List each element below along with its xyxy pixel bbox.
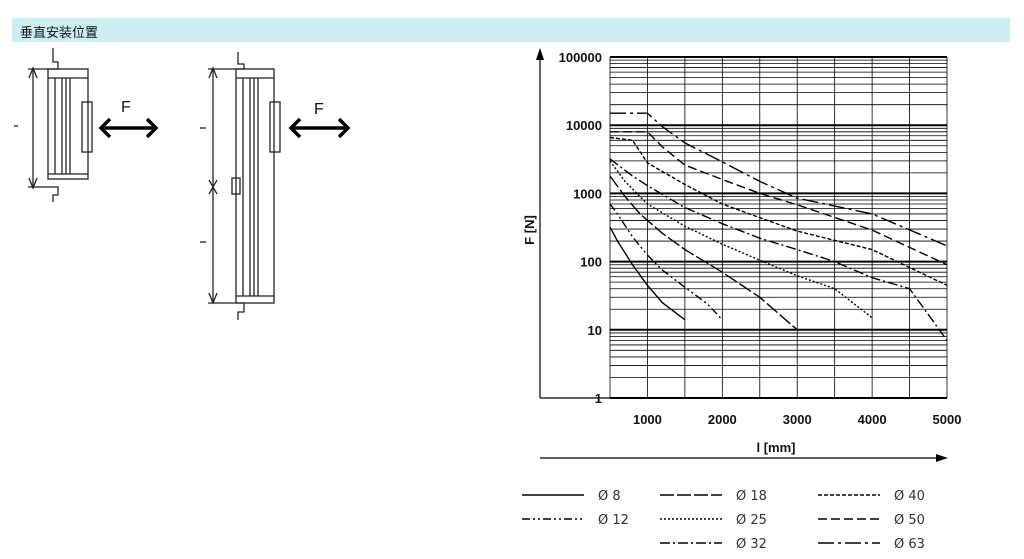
legend-label: Ø 8 <box>598 489 621 504</box>
carriage <box>81 101 93 153</box>
chart-labels: 1000 2000 3000 4000 5000 1 10 100 1000 10000 10000… <box>522 50 961 455</box>
y-tick-label: 10000 <box>566 118 602 133</box>
y-axis-title: F [N] <box>522 215 537 245</box>
x-tick-label: 1000 <box>633 412 662 427</box>
legend-label: Ø 63 <box>894 537 925 552</box>
legend-label: Ø 18 <box>736 489 767 504</box>
bottom-bracket <box>48 186 59 202</box>
y-tick-label: 100000 <box>559 50 602 65</box>
section-title: 垂直安装位置 <box>20 26 99 41</box>
x-tick-label: 5000 <box>933 412 962 427</box>
force-arrow-left <box>98 117 159 139</box>
legend-label: Ø 40 <box>894 489 925 504</box>
middle-support <box>231 177 241 195</box>
series-line <box>610 131 948 266</box>
x-axis-title: l [mm] <box>757 440 796 455</box>
y-tick-label: 10 <box>588 323 602 338</box>
x-tick-label: 2000 <box>708 412 737 427</box>
series-line <box>609 136 948 286</box>
force-label-right: F <box>314 101 324 118</box>
legend-label: Ø 50 <box>894 513 925 528</box>
chart-series <box>609 112 948 341</box>
y-axis-arrowhead <box>536 48 544 60</box>
series-line <box>609 175 798 331</box>
y-tick-label: 100 <box>580 255 602 270</box>
series-line <box>609 203 723 321</box>
legend-label: Ø 32 <box>736 537 767 552</box>
series-line <box>609 226 686 321</box>
installation-diagram: F F <box>14 48 351 320</box>
carriage <box>269 101 281 153</box>
x-axis-arrowhead <box>936 454 948 462</box>
chart-grid <box>609 56 948 399</box>
series-line <box>610 112 948 247</box>
chart-axes <box>536 48 948 462</box>
dimension-arrow-top <box>28 66 38 79</box>
dimension-arrow-bottom <box>28 177 38 190</box>
bottom-bracket <box>236 302 245 320</box>
y-tick-label: 1000 <box>573 186 602 201</box>
force-label-left: F <box>121 99 131 116</box>
long-module <box>200 52 281 320</box>
short-module <box>14 48 93 202</box>
y-tick-label: 1 <box>595 391 602 406</box>
legend-label: Ø 25 <box>736 513 767 528</box>
legend-label: Ø 12 <box>598 513 629 528</box>
x-tick-label: 3000 <box>783 412 812 427</box>
section-header: 垂直安装位置 <box>12 18 1010 42</box>
series-line <box>609 160 873 319</box>
chart-legend: Ø 8 Ø 12 Ø 18 Ø 25 Ø 32 Ø 40 Ø 50 Ø 63 <box>522 489 925 552</box>
series-line <box>609 158 948 341</box>
x-tick-label: 4000 <box>858 412 887 427</box>
force-arrow-right <box>288 117 351 139</box>
